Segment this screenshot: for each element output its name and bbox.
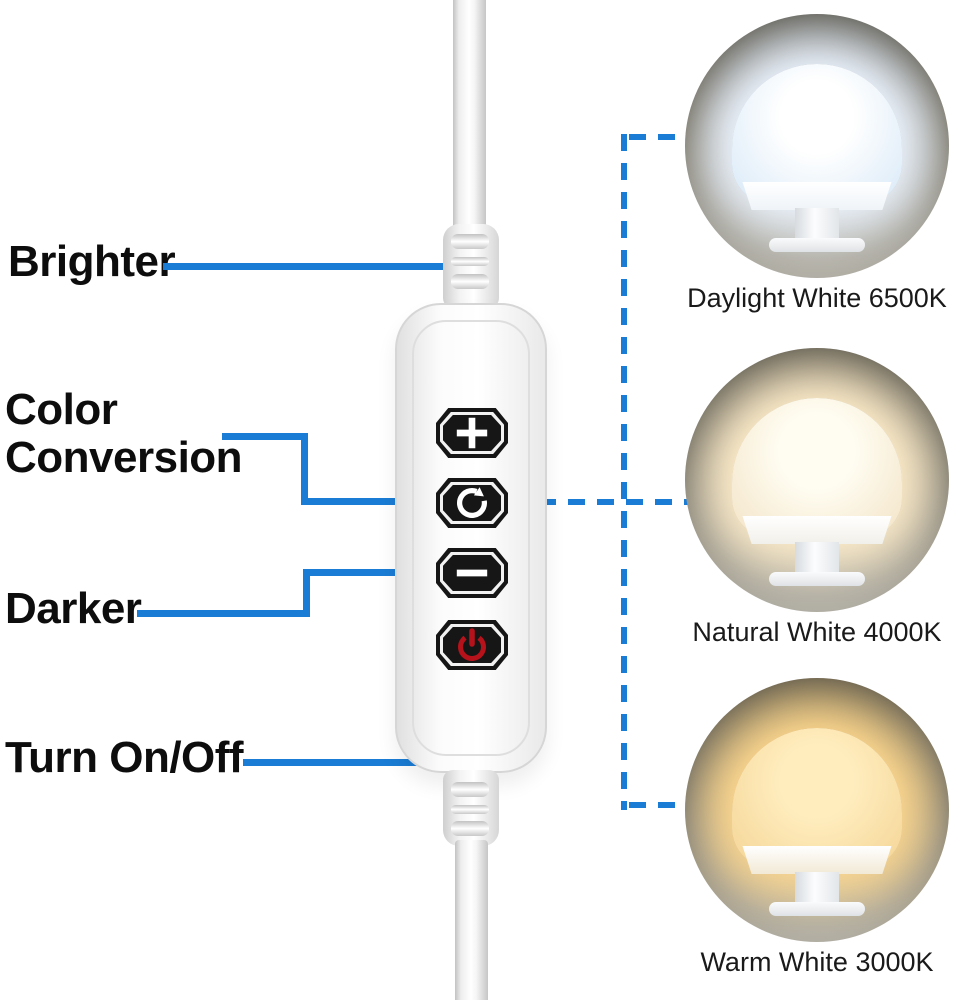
power-cable-top — [453, 0, 486, 230]
bulb-stand-base — [769, 902, 865, 916]
controller-face-outline — [412, 320, 530, 756]
daylight-caption: Daylight White 6500K — [687, 283, 947, 313]
bulb-photo-circle — [685, 348, 949, 612]
darker-connector-line — [303, 569, 310, 617]
bulb-skirt — [742, 182, 892, 210]
color-conversion-label: Color Conversion — [5, 385, 243, 483]
cycle-icon — [457, 487, 487, 518]
darker-connector-line — [303, 569, 443, 576]
bulb-globe — [732, 398, 902, 538]
bulb-skirt — [742, 846, 892, 874]
strain-relief-bottom — [443, 770, 499, 846]
brighter-label: Brighter — [8, 237, 176, 286]
turn-on-off-label: Turn On/Off — [5, 733, 244, 782]
color-conversion-button — [436, 478, 508, 528]
strain-relief-ridge — [451, 782, 489, 797]
bulb-stand-base — [769, 572, 865, 586]
bulb-stand-stem — [795, 872, 839, 904]
turn-on-off-connector-line — [243, 759, 473, 766]
power-cable-bottom — [455, 840, 488, 1000]
warm-caption: Warm White 3000K — [700, 947, 934, 977]
darker-label: Darker — [5, 584, 142, 633]
warm-bulb-image: Warm White 3000K — [685, 678, 949, 978]
power-icon — [458, 628, 486, 661]
inline-controller-body — [395, 303, 547, 773]
bulb-globe — [732, 728, 902, 868]
bulb-stand-stem — [795, 542, 839, 574]
strain-relief-ridge — [451, 257, 489, 266]
color-conversion-connector-line — [301, 433, 308, 505]
strain-relief-top — [443, 224, 499, 308]
dashed-connector-line — [621, 134, 627, 810]
color-conversion-connector-line — [301, 498, 443, 505]
strain-relief-ridge — [451, 821, 489, 836]
bulb-stand-stem — [795, 208, 839, 240]
dashed-connector-line — [629, 802, 686, 808]
minus-icon — [456, 569, 488, 577]
dashed-connector-line — [510, 499, 688, 505]
strain-relief-ridge — [451, 234, 489, 249]
brighter-button — [436, 408, 508, 458]
darker-button — [436, 548, 508, 598]
brighter-connector-line — [163, 263, 472, 270]
bulb-photo-circle — [685, 14, 949, 278]
bulb-globe — [732, 64, 902, 204]
strain-relief-ridge — [451, 805, 489, 814]
strain-relief-ridge — [451, 274, 489, 289]
color-conversion-connector-line — [222, 433, 308, 440]
daylight-bulb-image: Daylight White 6500K — [685, 14, 949, 314]
power-button — [436, 620, 508, 670]
bulb-photo-circle — [685, 678, 949, 942]
natural-caption: Natural White 4000K — [692, 617, 942, 647]
plus-icon — [456, 417, 488, 449]
bulb-stand-base — [769, 238, 865, 252]
natural-bulb-image: Natural White 4000K — [685, 348, 949, 648]
bulb-skirt — [742, 516, 892, 544]
darker-connector-line — [137, 610, 310, 617]
dashed-connector-line — [629, 134, 686, 140]
